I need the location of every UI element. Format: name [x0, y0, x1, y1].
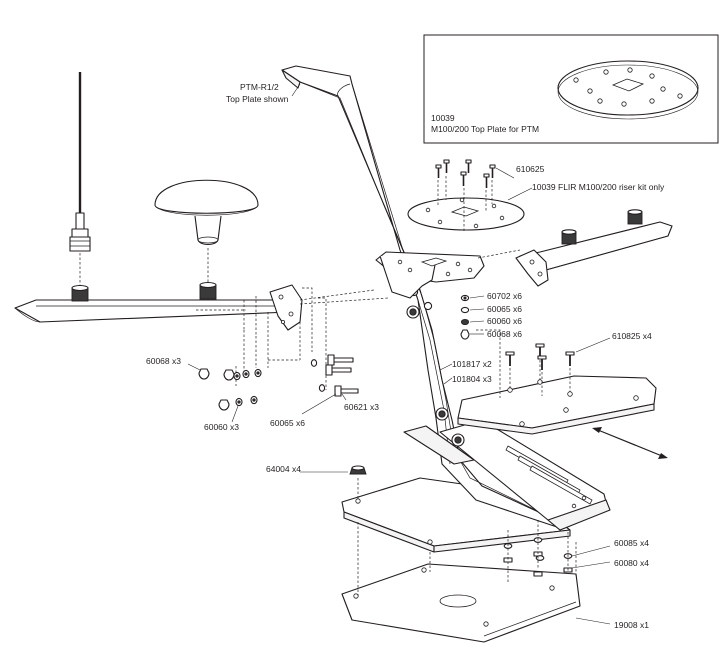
label-riser-kit: 10039 FLIR M100/200 riser kit only	[532, 182, 665, 192]
label-101804: 101804 x3	[452, 374, 492, 384]
label-ptm-model: PTM-R1/2	[240, 82, 279, 92]
arm-mount-knob-right	[199, 281, 217, 300]
upper-platform-plate	[457, 375, 657, 435]
right-accessory-arm	[515, 209, 673, 287]
part-labels: PTM-R1/2 Top Plate shown 610625 10039 FL…	[146, 82, 665, 630]
label-ptm-note: Top Plate shown	[226, 94, 289, 104]
inset-top-plate-drawing	[557, 60, 699, 120]
riser-top-plate	[375, 251, 485, 299]
left-leader-lines	[187, 363, 347, 423]
left-hardware-guides	[196, 287, 327, 390]
left-accessory-arm	[14, 281, 303, 331]
label-101817: 101817 x2	[452, 359, 492, 369]
bolts-610825	[505, 343, 575, 396]
slide-direction-arrow[interactable]	[592, 427, 668, 459]
label-60085: 60085 x4	[614, 538, 649, 548]
label-60060-left: 60060 x3	[204, 422, 239, 432]
lower-hardware	[429, 520, 577, 584]
inset-top-plate: 10039 M100/200 Top Plate for PTM	[423, 34, 719, 144]
label-60060-right: 60060 x6	[487, 316, 522, 326]
nut-64004	[349, 465, 367, 596]
right-arm-knob-2	[627, 209, 643, 225]
label-60065-left: 60065 x6	[270, 418, 305, 428]
dome-antenna	[154, 179, 259, 285]
riser-kit-plate	[407, 197, 525, 231]
label-60068-left: 60068 x3	[146, 356, 181, 366]
main-base	[341, 477, 571, 553]
inset-description: M100/200 Top Plate for PTM	[431, 124, 539, 134]
label-60068-right: 60068 x6	[487, 329, 522, 339]
bolt-60621	[310, 354, 359, 397]
inset-part-number: 10039	[431, 113, 455, 123]
whip-antenna	[69, 72, 91, 285]
label-60080: 60080 x4	[614, 558, 649, 568]
mounting-guides	[299, 249, 521, 398]
right-hardware	[460, 294, 470, 340]
screws-610625	[435, 159, 496, 232]
label-610825: 610825 x4	[612, 331, 652, 341]
base-plate-19008	[341, 563, 581, 643]
label-64004: 64004 x4	[266, 464, 301, 474]
right-arm-knob-1	[561, 229, 577, 245]
label-610625: 610625	[516, 164, 545, 174]
arm-mount-knob-left	[71, 284, 89, 302]
label-60702: 60702 x6	[487, 291, 522, 301]
label-60065-right: 60065 x6	[487, 304, 522, 314]
left-hardware	[198, 354, 359, 411]
right-leader-lines	[291, 83, 611, 625]
label-19008: 19008 x1	[614, 620, 649, 630]
slide-tray	[439, 419, 611, 531]
label-60621: 60621 x3	[344, 402, 379, 412]
